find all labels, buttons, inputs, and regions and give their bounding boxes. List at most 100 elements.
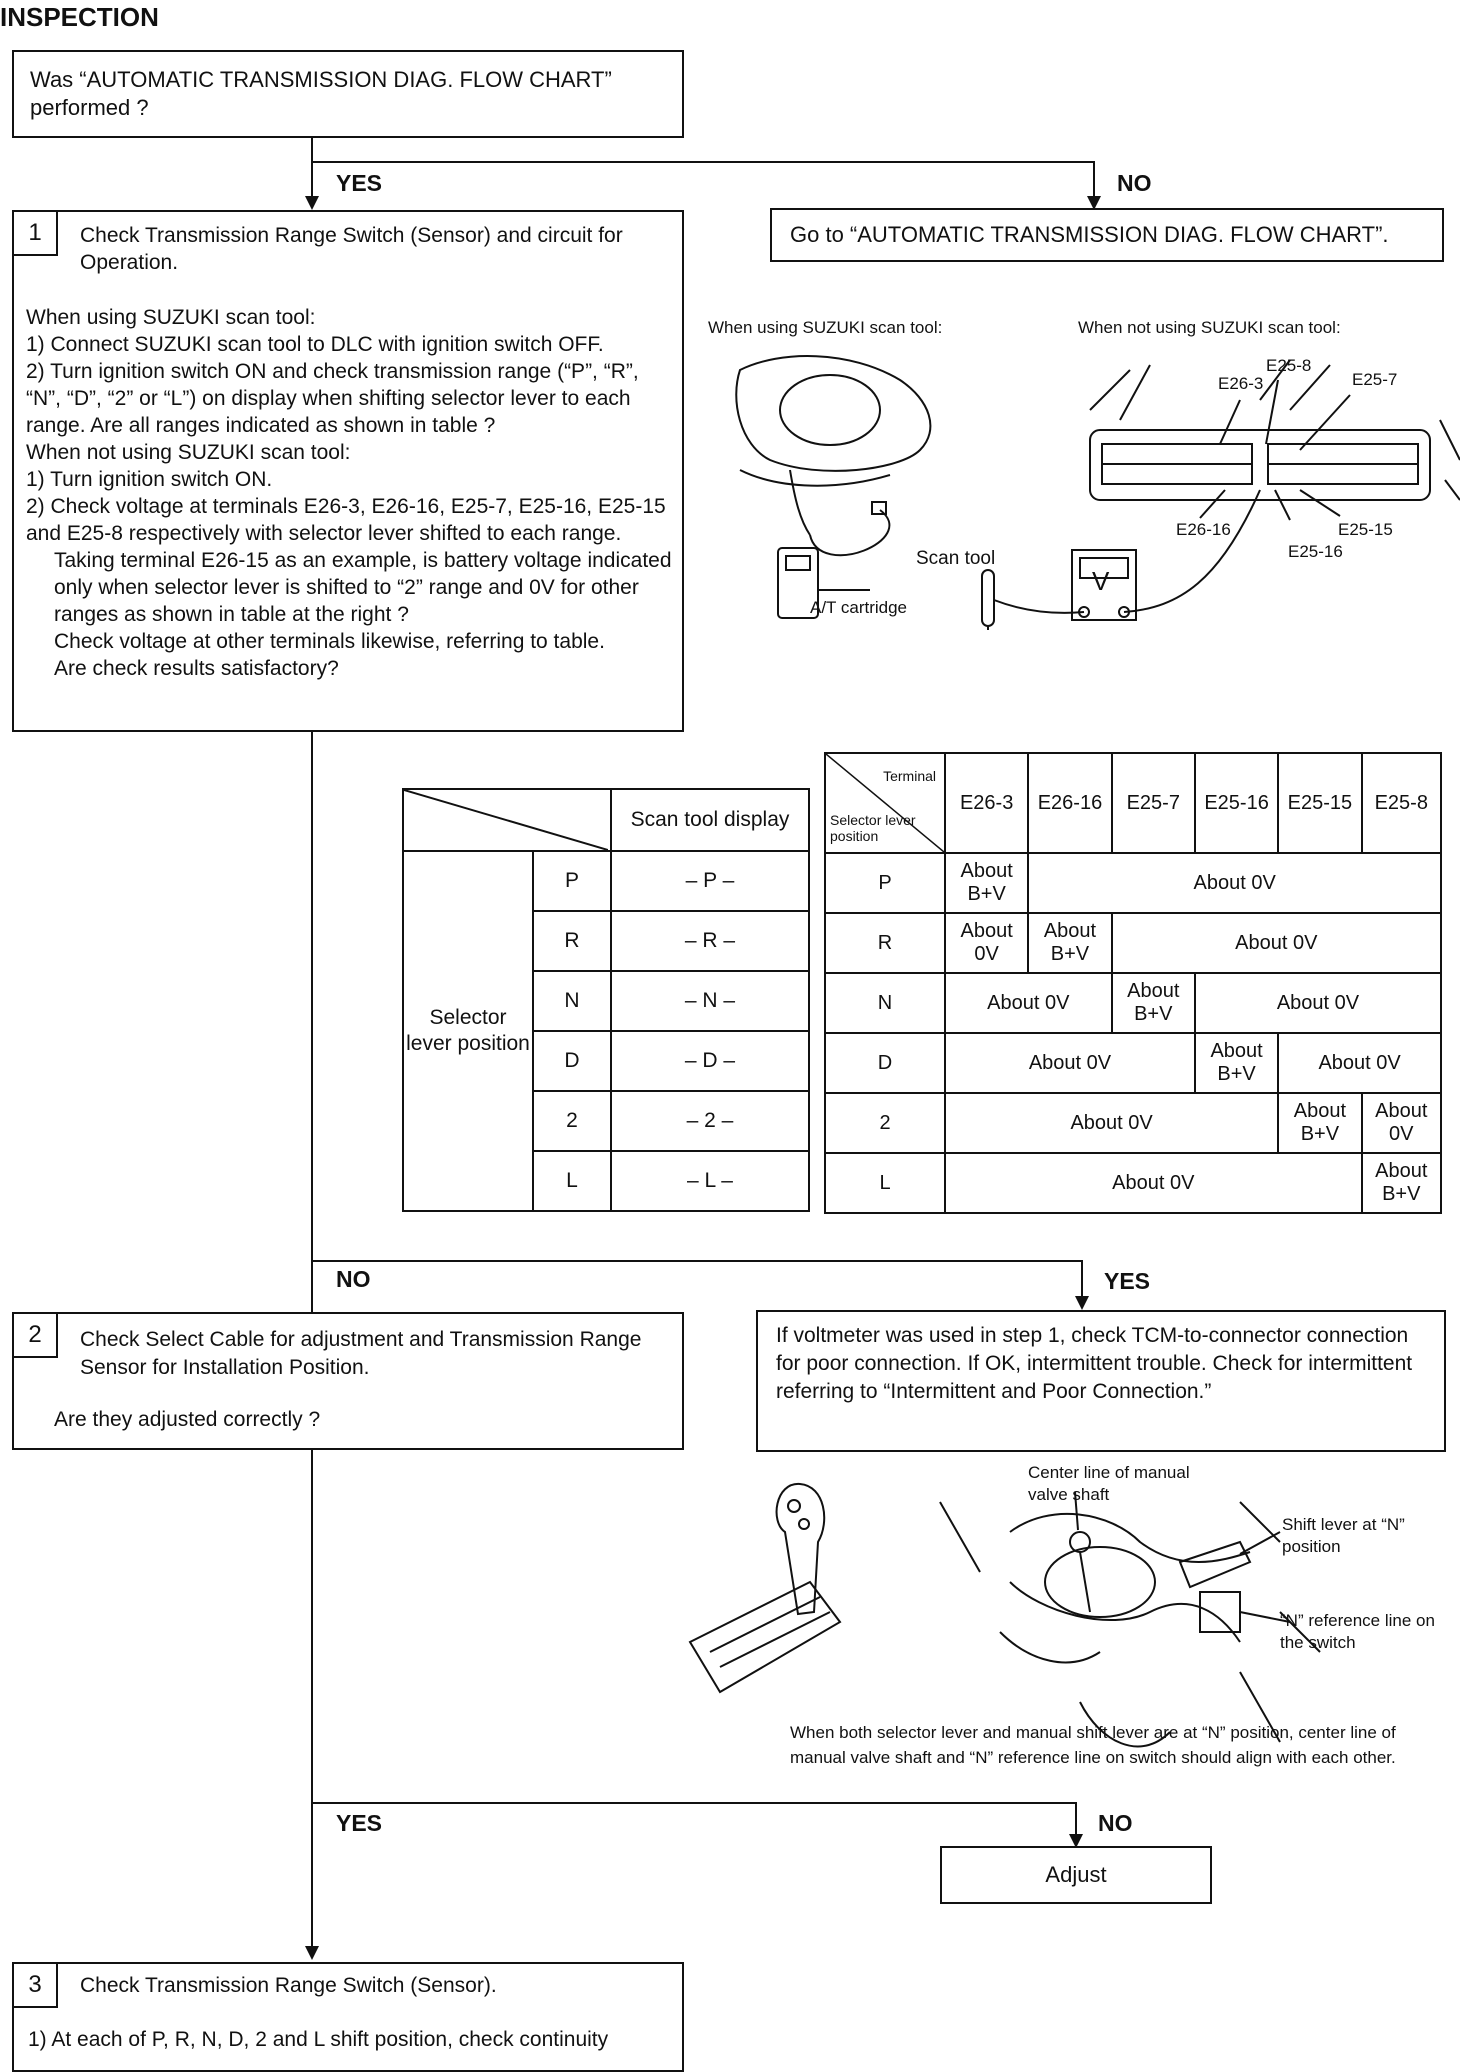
goto-flowchart-text: Go to “AUTOMATIC TRANSMISSION DIAG. FLOW… <box>790 222 1389 247</box>
step1-line: When using SUZUKI scan tool: <box>26 306 316 329</box>
table1-disp: – R – <box>610 910 810 972</box>
cell-0v: About 0V <box>944 1152 1363 1214</box>
intermittent-check-text: If voltmeter was used in step 1, check T… <box>776 1324 1413 1403</box>
table2-col: E25-7 <box>1110 752 1196 854</box>
step2-number: 2 <box>14 1314 58 1358</box>
cell-0v: About 0V <box>1193 972 1443 1034</box>
table2-pos: 2 <box>824 1092 946 1154</box>
start-question-box: Was “AUTOMATIC TRANSMISSION DIAG. FLOW C… <box>12 50 684 138</box>
cartridge-label: A/T cartridge <box>810 598 908 617</box>
terminal-voltage-table: Terminal Selector lever position E26-3 E… <box>824 752 1443 1214</box>
table1-disp: – N – <box>610 970 810 1032</box>
figure-range-sensor: Center line of manual valve shaft Shift … <box>680 1462 1460 1802</box>
table2-pos: N <box>824 972 946 1034</box>
center-line-label: Center line of manual valve shaft <box>1028 1463 1190 1504</box>
range-sensor-illustration <box>688 1482 1321 1748</box>
cell-0v: About 0V <box>1277 1032 1442 1094</box>
terminal-label: E26-3 <box>1218 374 1264 393</box>
no-label-1: NO <box>1117 170 1152 196</box>
table2-col: E26-16 <box>1027 752 1113 854</box>
goto-flowchart-box: Go to “AUTOMATIC TRANSMISSION DIAG. FLOW… <box>770 208 1444 262</box>
table1-corner <box>402 788 612 852</box>
page-title: INSPECTION <box>0 2 159 32</box>
table2-pos: P <box>824 852 946 914</box>
cell-bv: About B+V <box>1110 972 1196 1034</box>
cell-bv: About B+V <box>1193 1032 1280 1094</box>
table2-corner: Terminal Selector lever position <box>824 752 946 854</box>
cell-0v: About 0V <box>1027 852 1442 914</box>
step1-line: 1) Connect SUZUKI scan tool to DLC with … <box>26 333 604 356</box>
table2-pos: D <box>824 1032 946 1094</box>
step1-title: Check Transmission Range Switch (Sensor)… <box>80 224 623 274</box>
cell-0v: About 0V <box>943 912 1030 974</box>
adjust-box: Adjust <box>940 1846 1212 1904</box>
adjust-text: Adjust <box>1045 1862 1107 1887</box>
table1-pos: R <box>532 910 612 972</box>
scan-tool-table: Scan tool display Selector lever positio… <box>402 788 810 1212</box>
caption-no-scan-tool: When not using SUZUKI scan tool: <box>1078 318 1341 337</box>
shift-lever-label: Shift lever at “N” position <box>1282 1515 1405 1556</box>
step1-line: 2) Turn ignition switch ON and check tra… <box>26 360 639 437</box>
cell-0v: About 0V <box>943 1092 1280 1154</box>
table2-col: E25-15 <box>1277 752 1363 854</box>
step1-box: 1 Check Transmission Range Switch (Senso… <box>12 210 684 732</box>
scan-tool-label: Scan tool <box>916 548 996 569</box>
table2-col: E25-16 <box>1193 752 1280 854</box>
terminal-label: E25-8 <box>1266 356 1312 375</box>
cell-0v: About 0V <box>944 1032 1196 1094</box>
table2-pos: R <box>824 912 946 974</box>
yes-label-1: YES <box>336 170 383 196</box>
ref-line-label: “N” reference line on the switch <box>1280 1611 1435 1652</box>
no-label-3: NO <box>1098 1810 1133 1836</box>
table1-pos: 2 <box>532 1090 612 1152</box>
terminal-label: E26-16 <box>1176 520 1231 539</box>
step1-line: Are check results satisfactory? <box>54 657 339 680</box>
table1-disp: – L – <box>610 1150 810 1212</box>
step3-box: 3 Check Transmission Range Switch (Senso… <box>12 1962 684 2072</box>
step2-title: Check Select Cable for adjustment and Tr… <box>80 1328 642 1379</box>
no-label-2: NO <box>336 1266 371 1292</box>
step2-box: 2 Check Select Cable for adjustment and … <box>12 1312 684 1450</box>
table1-disp: – 2 – <box>610 1090 810 1152</box>
step1-line: When not using SUZUKI scan tool: <box>26 441 351 464</box>
intermittent-check-box: If voltmeter was used in step 1, check T… <box>756 1310 1446 1452</box>
cell-0v: About 0V <box>944 972 1113 1034</box>
step3-line: 1) At each of P, R, N, D, 2 and L shift … <box>28 2028 609 2051</box>
cell-0v: About 0V <box>1110 912 1443 974</box>
step1-instructions: When using SUZUKI scan tool: 1) Connect … <box>26 304 676 682</box>
table2-col: E26-3 <box>943 752 1030 854</box>
table1-pos: N <box>532 970 612 1032</box>
step3-title: Check Transmission Range Switch (Sensor)… <box>80 1974 497 1997</box>
step1-line: 1) Turn ignition switch ON. <box>26 468 273 491</box>
yes-label-3: YES <box>336 1810 383 1836</box>
table1-header: Scan tool display <box>610 788 810 852</box>
step2-question: Are they adjusted correctly ? <box>54 1408 321 1431</box>
start-question-text: Was “AUTOMATIC TRANSMISSION DIAG. FLOW C… <box>30 67 612 120</box>
table2-pos: L <box>824 1152 946 1214</box>
table1-disp: – P – <box>610 850 810 912</box>
voltmeter-symbol: V <box>1092 566 1110 596</box>
table1-pos: D <box>532 1030 612 1092</box>
table1-row-group: Selector lever position <box>402 850 534 1212</box>
table2-corner-top: Terminal <box>883 768 936 784</box>
terminal-label: E25-15 <box>1338 520 1393 539</box>
cell-bv: About B+V <box>1277 1092 1363 1154</box>
wiring-illustration <box>735 355 1460 630</box>
table2-col: E25-8 <box>1360 752 1443 854</box>
table1-pos: P <box>532 850 612 912</box>
terminal-label: E25-16 <box>1288 542 1343 561</box>
caption-scan-tool: When using SUZUKI scan tool: <box>708 318 943 337</box>
terminal-label: E25-7 <box>1352 370 1398 389</box>
table1-disp: – D – <box>610 1030 810 1092</box>
step1-line: Check voltage at other terminals likewis… <box>54 630 605 653</box>
cell-bv: About B+V <box>943 852 1030 914</box>
cell-bv: About B+V <box>1360 1152 1443 1214</box>
step1-line: Taking terminal E26-15 as an example, is… <box>54 549 672 626</box>
step1-number: 1 <box>14 212 58 256</box>
cell-0v: About 0V <box>1360 1092 1443 1154</box>
step3-number: 3 <box>14 1964 58 2008</box>
figure2-caption: When both selector lever and manual shif… <box>790 1723 1396 1767</box>
figure-voltage-check: When using SUZUKI scan tool: When not us… <box>700 310 1460 630</box>
table2-corner-bottom: Selector lever position <box>830 812 916 844</box>
cell-bv: About B+V <box>1027 912 1113 974</box>
